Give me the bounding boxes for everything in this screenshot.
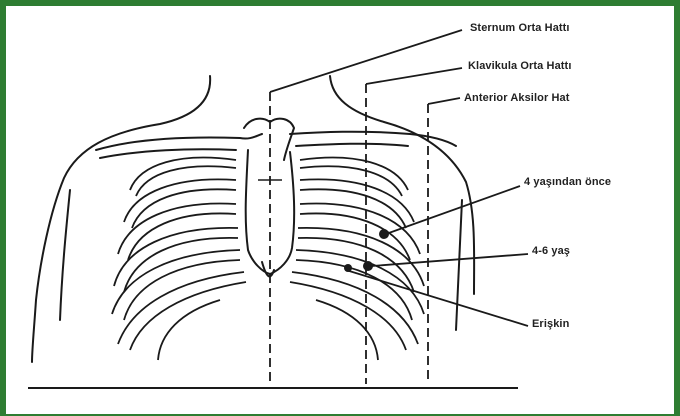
label-clavicle-midline: Klavikula Orta Hattı (468, 60, 571, 72)
clavicle-right-lower (296, 144, 408, 146)
arm-right (456, 200, 462, 330)
label-before-4: 4 yaşından önce (524, 176, 611, 188)
adult-marker (344, 264, 352, 272)
label-age-4-6: 4-6 yaş (532, 245, 570, 257)
neck-left (32, 76, 210, 362)
sternum-pointer (270, 30, 462, 92)
arm-left (60, 190, 70, 320)
clavicle-left-lower (100, 149, 236, 158)
clavicle-pointer (366, 68, 462, 84)
label-adult: Erişkin (532, 318, 569, 330)
manubrium (244, 119, 294, 160)
label-sternum-midline: Sternum Orta Hattı (470, 22, 570, 34)
ribs-right (290, 158, 424, 360)
adult-pointer (346, 270, 528, 326)
label-anterior-axillary: Anterior Aksilor Hat (464, 92, 570, 104)
axillary-pointer (428, 98, 460, 104)
age46-pointer (372, 254, 528, 266)
clavicle-left (96, 134, 262, 150)
ribs-left (112, 158, 246, 360)
neck-right (330, 76, 474, 294)
before4-marker (379, 229, 389, 239)
age46-marker (363, 261, 373, 271)
